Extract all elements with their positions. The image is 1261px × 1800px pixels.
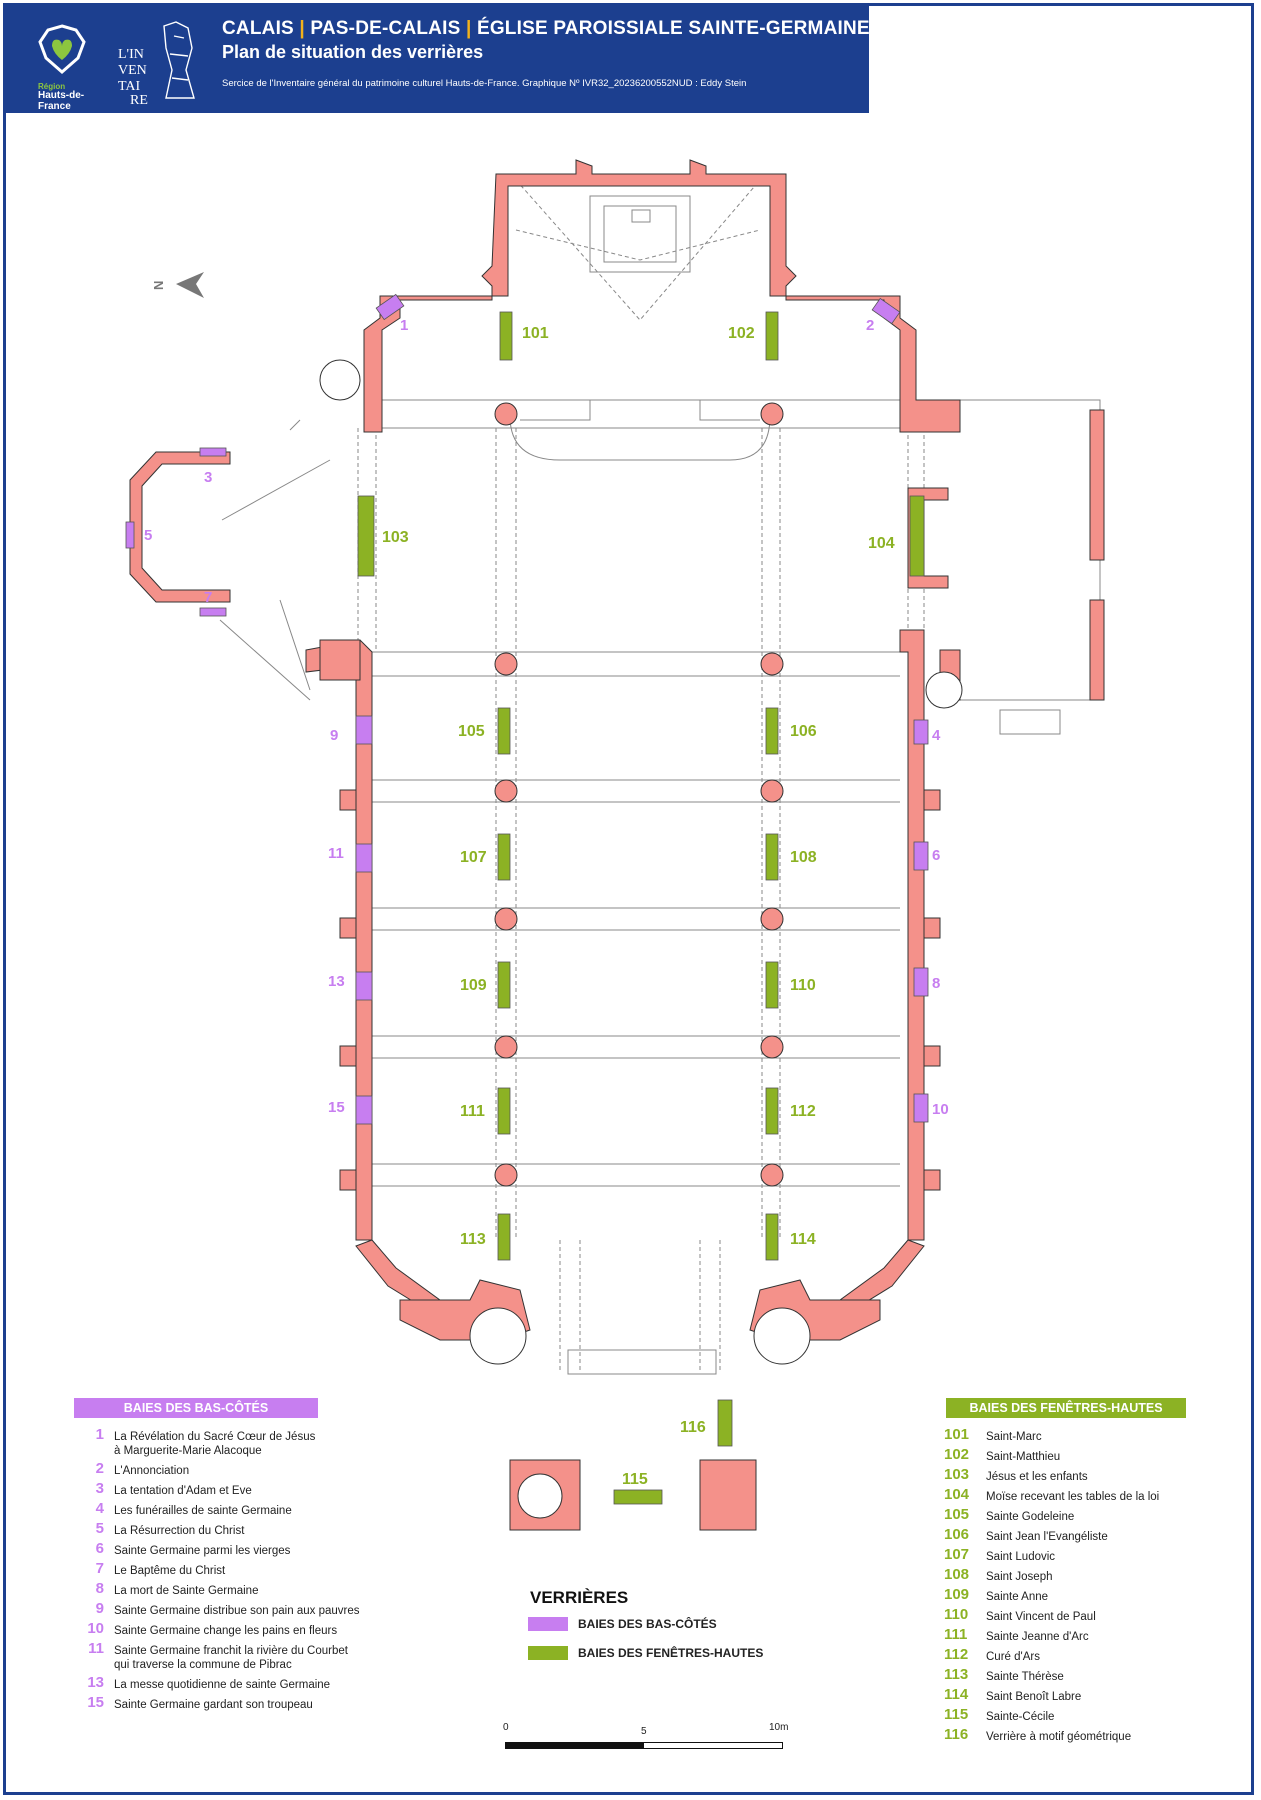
svg-text:111: 111 — [460, 1103, 485, 1120]
key-label-bas-cotes: BAIES DES BAS-CÔTÉS — [578, 1617, 717, 1631]
fenetres-hautes-windows — [357, 311, 925, 1505]
svg-text:6: 6 — [932, 847, 940, 864]
svg-text:105: 105 — [458, 723, 485, 740]
svg-text:1: 1 — [400, 317, 408, 334]
svg-text:L'IN: L'IN — [118, 47, 144, 62]
key-title: VERRIÈRES — [530, 1588, 629, 1607]
scale-bar-black — [505, 1742, 645, 1749]
svg-text:5: 5 — [144, 527, 152, 544]
svg-text:TAI: TAI — [118, 79, 141, 94]
scale-bar-white — [643, 1742, 783, 1749]
svg-text:4: 4 — [932, 727, 941, 744]
north-arrow: N — [151, 272, 204, 298]
svg-text:VEN: VEN — [118, 63, 147, 78]
header-banner: Région Hauts-de-France L'IN VEN TAI RE C… — [6, 6, 870, 113]
svg-text:116: 116 — [680, 1419, 706, 1436]
legend-fenetres-hautes-heading: BAIES DES FENÊTRES-HAUTES — [946, 1398, 1186, 1418]
staircases — [319, 359, 963, 1519]
region-name: Hauts-de-France — [38, 90, 85, 112]
scale-end: 10m — [769, 1722, 789, 1733]
structure-lines — [219, 179, 1101, 1375]
walls — [129, 159, 1105, 1531]
svg-text:11: 11 — [328, 845, 344, 862]
svg-text:7: 7 — [204, 589, 212, 606]
svg-text:104: 104 — [868, 535, 895, 552]
north-label: N — [151, 281, 166, 290]
svg-text:102: 102 — [728, 325, 755, 342]
svg-text:3: 3 — [204, 469, 212, 486]
scale-mid: 5 — [641, 1726, 647, 1737]
svg-text:101: 101 — [522, 325, 549, 342]
legend-bas-cotes-heading: BAIES DES BAS-CÔTÉS — [74, 1398, 318, 1418]
svg-text:103: 103 — [382, 529, 409, 546]
svg-text:2: 2 — [866, 317, 874, 334]
key-swatch-fenetres-hautes — [528, 1646, 568, 1660]
scale-bar: 0 5 10m — [503, 1722, 795, 1762]
svg-text:10: 10 — [932, 1101, 949, 1118]
svg-text:109: 109 — [460, 977, 487, 994]
svg-text:108: 108 — [790, 849, 817, 866]
bay-labels: 1 2 3 4 5 6 7 8 9 10 11 13 15 101 102 10… — [144, 317, 949, 1488]
svg-text:110: 110 — [790, 977, 816, 994]
region-label-small: Région — [38, 82, 66, 91]
svg-text:15: 15 — [328, 1099, 345, 1116]
key-swatch-bas-cotes — [528, 1617, 568, 1631]
svg-text:9: 9 — [330, 727, 338, 744]
france-heart-icon — [38, 24, 86, 74]
piers — [494, 402, 784, 1187]
credit-line: Sercice de l'Inventaire général du patri… — [222, 78, 747, 89]
svg-text:114: 114 — [790, 1231, 816, 1248]
svg-text:8: 8 — [932, 975, 940, 992]
scale-zero: 0 — [503, 1722, 509, 1733]
key-label-fenetres-hautes: BAIES DES FENÊTRES-HAUTES — [578, 1646, 764, 1660]
region-logo: Région Hauts-de-France — [22, 14, 112, 112]
floor-plan: N — [125, 159, 1105, 1531]
bas-cotes-windows — [125, 293, 929, 1125]
page-title: CALAIS | PAS-DE-CALAIS | ÉGLISE PAROISSI… — [222, 18, 870, 39]
svg-text:106: 106 — [790, 723, 817, 740]
svg-text:13: 13 — [328, 973, 345, 990]
svg-text:107: 107 — [460, 849, 487, 866]
page-subtitle: Plan de situation des verrières — [222, 42, 484, 62]
svg-text:112: 112 — [790, 1103, 816, 1120]
svg-text:115: 115 — [622, 1471, 648, 1488]
svg-text:113: 113 — [460, 1231, 486, 1248]
